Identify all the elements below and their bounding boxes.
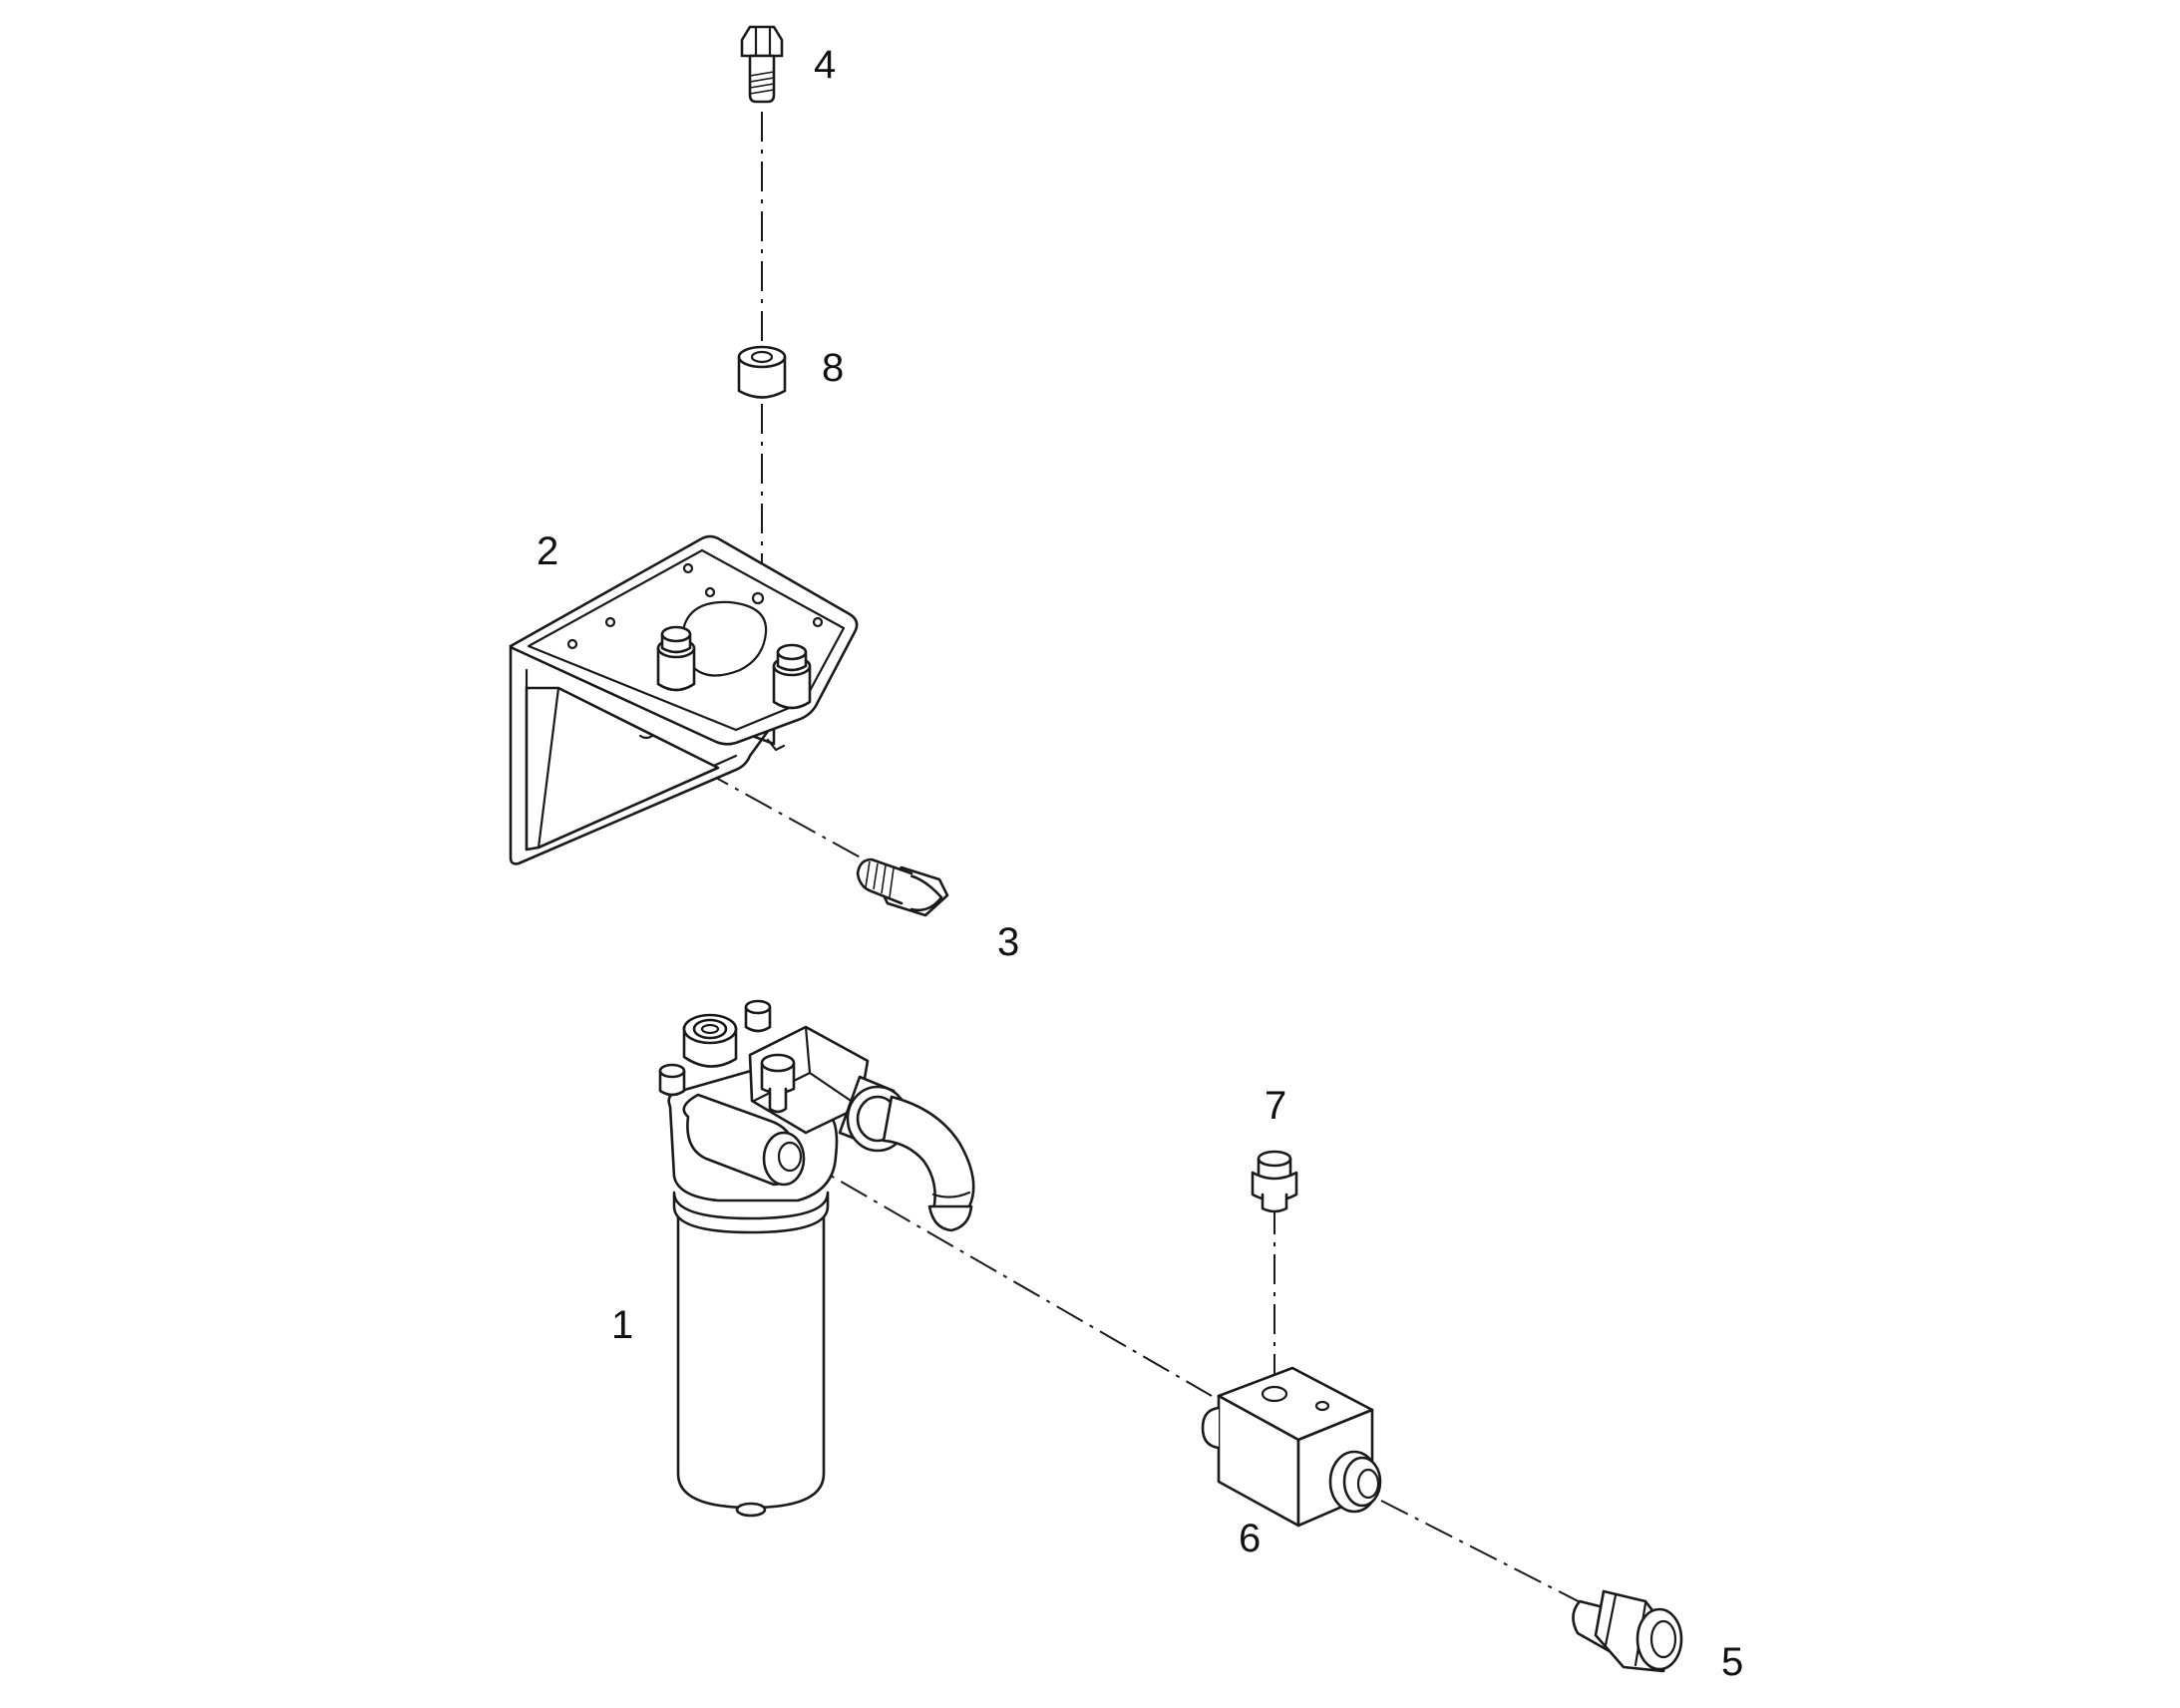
callout-4: 4	[814, 43, 836, 87]
callout-6: 6	[1239, 1517, 1261, 1560]
axis-block-to-fitting	[1380, 1500, 1607, 1616]
callout-5: 5	[1721, 1640, 1743, 1684]
filter-outlet-port	[682, 1093, 806, 1187]
filter-elbow-fitting	[838, 1075, 975, 1232]
axis-filter-to-block	[797, 1156, 1213, 1397]
nipple-fitting-part-7	[1251, 1150, 1298, 1213]
filter-sensor-valve	[760, 1053, 796, 1114]
filter-top-port	[682, 1013, 738, 1068]
callout-2: 2	[537, 529, 558, 573]
callouts: 1 2 3 4 5 6 7 8	[537, 43, 1743, 1684]
bracket-stud-right	[772, 643, 812, 710]
bracket-hole-icon	[812, 616, 824, 628]
callout-7: 7	[1265, 1084, 1286, 1128]
callout-1: 1	[611, 1303, 633, 1347]
valve-block-part-6	[1201, 1366, 1382, 1528]
bracket-hole-icon	[604, 616, 616, 628]
swivel-fitting-part-5	[1572, 1589, 1683, 1673]
mounting-bracket-part-2	[509, 534, 859, 865]
bracket-hole-icon	[751, 591, 765, 605]
callout-3: 3	[997, 920, 1019, 964]
filter-assembly-part-1	[658, 999, 975, 1518]
spacer-sleeve-part-8	[737, 345, 787, 399]
bracket-hole-icon	[704, 586, 716, 598]
bracket-hole-icon	[682, 562, 694, 574]
assembly-axes	[657, 112, 1607, 1616]
bracket-hole-icon	[566, 638, 578, 650]
hex-screw-part-3	[856, 857, 949, 917]
hex-bolt-part-4	[740, 25, 784, 104]
callout-8: 8	[822, 346, 844, 390]
axis-bracket-to-screw	[657, 745, 907, 883]
bracket-stud-left	[656, 625, 696, 692]
